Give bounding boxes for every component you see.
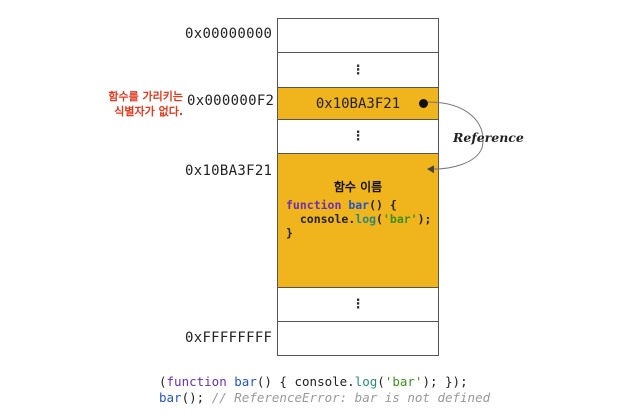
address-top: 0x00000000 [185,26,273,42]
code-dot: . [348,212,356,226]
bc-end: ); }); [422,374,468,389]
memory-cell-pointer: 0x10BA3F21 [278,88,438,120]
pointer-value: 0x10BA3F21 [315,95,401,112]
bc-mid: () { console. [256,374,355,389]
code-function-name: bar [348,198,370,212]
code-closing-brace: } [286,226,293,240]
note-line-2: 식별자가 없다. [114,105,183,118]
bc-call: bar [159,390,182,405]
no-identifier-note: 함수를 가리키는 식별자가 없다. [83,89,183,119]
code-line1-rest: () { [369,198,397,212]
memory-column: ⋮ 0x10BA3F21 ⋮ 함수 이름 function bar() { co… [277,18,439,356]
code-string: 'bar' [382,212,418,226]
address-function: 0x10BA3F21 [185,163,273,179]
note-line-1: 함수를 가리키는 [108,90,183,103]
bc-function-name: bar [234,374,257,389]
bc-string: 'bar' [384,374,423,389]
memory-cell-ellipsis-1: ⋮ [278,53,438,88]
function-code: function bar() { console.log('bar'); } [286,198,431,240]
code-console: console [299,212,349,226]
code-keyword: function [286,198,342,212]
pointer-dot [419,99,428,108]
memory-cell-function-object: 함수 이름 function bar() { console.log('bar'… [278,154,438,288]
memory-cell-top [278,19,438,53]
memory-cell-ellipsis-3: ⋮ [278,288,438,322]
address-pointer: 0x000000F2 [187,93,275,109]
code-method: log [355,212,377,226]
bc-method: log [354,374,378,389]
reference-arrow-curve [427,101,484,174]
function-name-label: 함수 이름 [333,180,383,194]
memory-cell-ellipsis-2: ⋮ [278,120,438,154]
address-bottom: 0xFFFFFFFF [185,330,273,346]
code-open-paren: ( [376,212,383,226]
bottom-code-sample: (function bar() { console.log('bar'); })… [159,374,490,406]
reference-label: Reference [453,130,524,145]
bc-paren: ( [377,374,385,389]
bc-comment: // ReferenceError: bar is not defined [211,390,491,405]
code-close: ); [417,212,432,226]
bc-keyword: function [166,374,227,389]
bc-open: ( [159,374,167,389]
bc-call-paren: (); [181,390,212,405]
